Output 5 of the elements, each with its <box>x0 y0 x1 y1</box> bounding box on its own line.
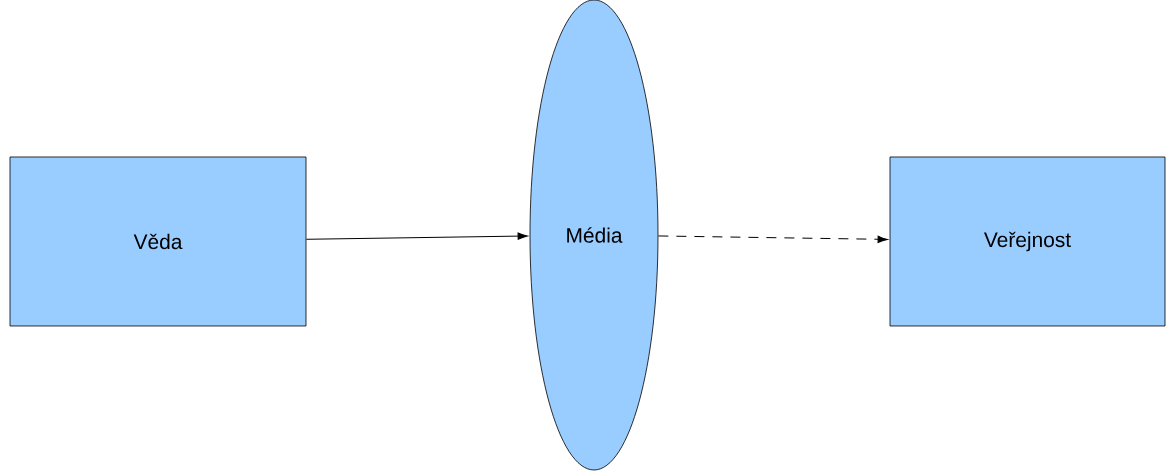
process-box: Věda <box>9 156 307 327</box>
arrow <box>305 232 528 240</box>
ellipse-node: Média <box>529 0 659 471</box>
arrow <box>657 235 888 243</box>
process-box: Veřejnost <box>889 156 1166 327</box>
